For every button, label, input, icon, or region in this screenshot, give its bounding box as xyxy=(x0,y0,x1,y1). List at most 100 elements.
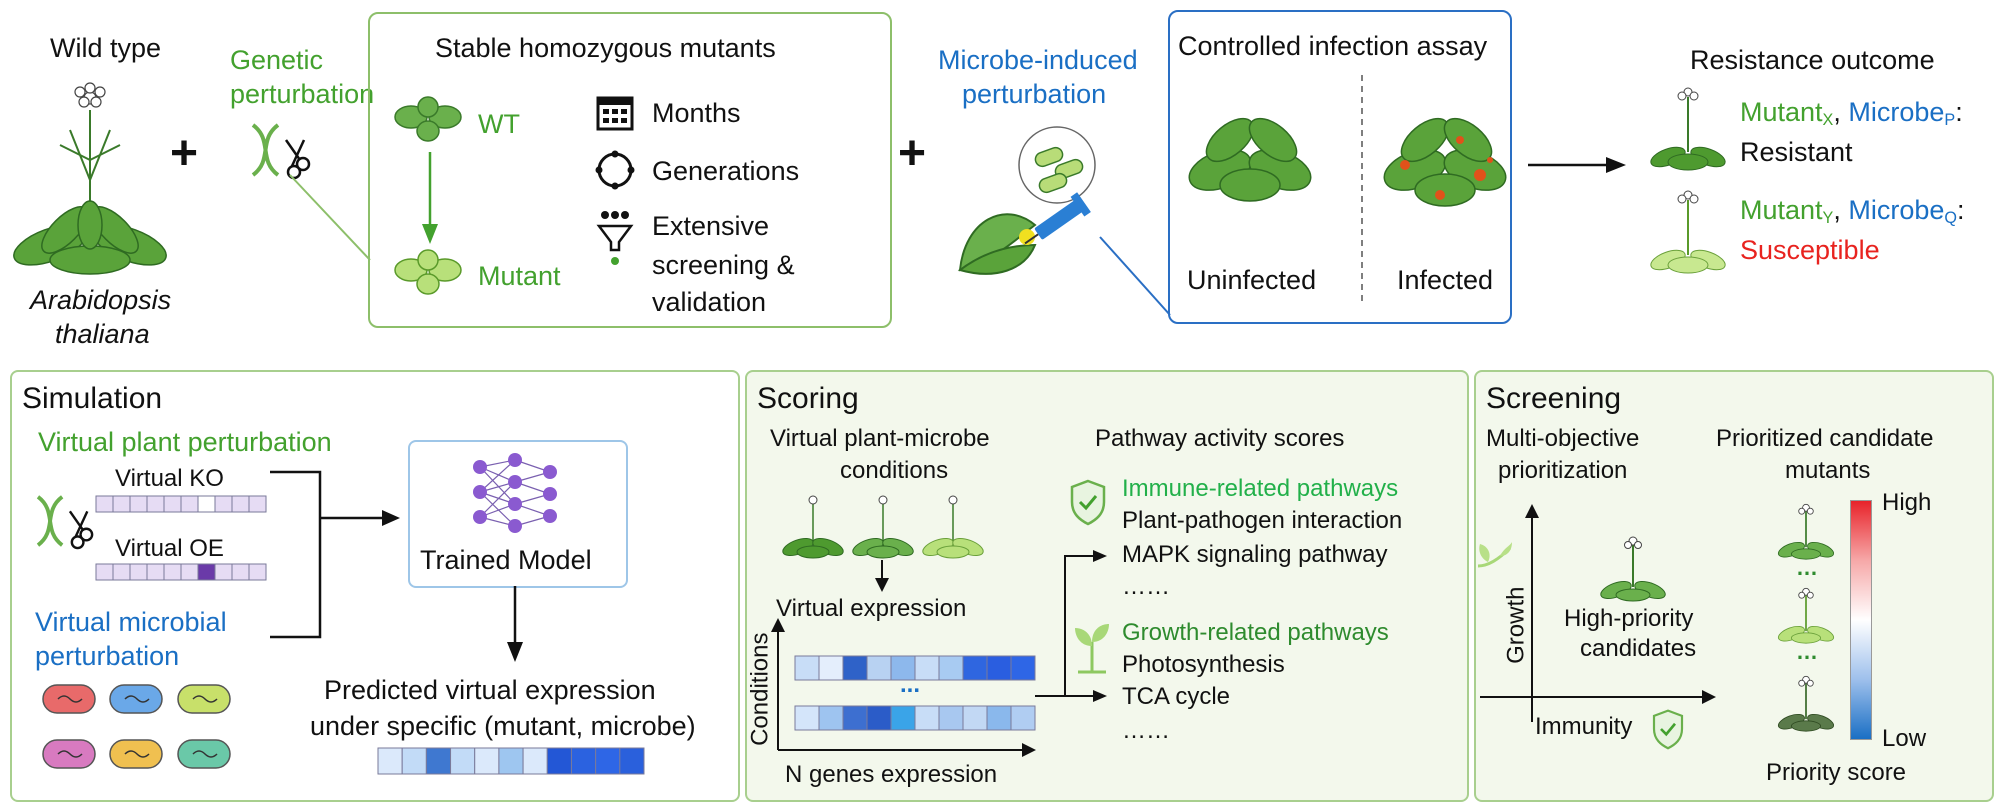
strip-cell xyxy=(595,747,621,775)
virtual-expression-label: Virtual expression xyxy=(776,595,967,622)
strip-cell xyxy=(986,705,1012,731)
strip-cell xyxy=(197,495,216,513)
mutants-panel xyxy=(368,12,892,328)
dna-scissors-icon-small xyxy=(36,495,94,550)
strip-cell xyxy=(197,563,216,581)
wt-label: WT xyxy=(478,109,520,139)
infected-leaf-icon xyxy=(1383,117,1507,207)
high-priority-line1: High-priority xyxy=(1564,605,1694,632)
multi-objective-line2: prioritization xyxy=(1498,457,1628,484)
wt-seedling-icon xyxy=(394,96,462,142)
virtual-ko-label: Virtual KO xyxy=(115,465,224,492)
neural-network-icon xyxy=(473,453,557,533)
extensive-line3: validation xyxy=(652,287,767,317)
trained-model-label: Trained Model xyxy=(420,545,592,575)
strip-cell xyxy=(938,655,964,681)
strip-cell xyxy=(112,495,131,513)
virtual-microbial-line2: perturbation xyxy=(35,641,180,671)
mutant-x-word: Mutant xyxy=(1740,97,1823,127)
predicted-expression-bar xyxy=(377,747,645,775)
mutant-label: Mutant xyxy=(478,261,561,291)
predicted-line1: Predicted virtual expression xyxy=(324,675,656,705)
species-name-line2: thaliana xyxy=(55,319,150,349)
strip-cell xyxy=(522,747,548,775)
extensive-line1: Extensive xyxy=(652,211,770,241)
strip-cell xyxy=(129,563,148,581)
immune-title: Immune-related pathways xyxy=(1122,475,1399,502)
strip-cell xyxy=(248,563,267,581)
strip-cell xyxy=(818,655,844,681)
pathway-title: Pathway activity scores xyxy=(1095,425,1345,452)
comma-2: , xyxy=(1833,195,1841,225)
strip-cell xyxy=(425,747,452,775)
colon-1: : xyxy=(1955,97,1963,127)
dna-scissors-icon xyxy=(251,123,311,180)
prioritized-line2: mutants xyxy=(1785,457,1871,484)
strip-cell xyxy=(248,495,267,513)
strip-cell xyxy=(498,747,524,775)
mutant-y-sub: Y xyxy=(1822,209,1834,228)
assay-divider xyxy=(1361,75,1363,305)
strip-cell xyxy=(842,655,868,681)
strip-cell xyxy=(890,705,916,731)
microbe-perturbation-line1: Microbe-induced xyxy=(938,45,1138,75)
extensive-line2: screening & xyxy=(652,250,795,280)
colon-2: : xyxy=(1957,195,1965,225)
candidate-dots-1: … xyxy=(1796,555,1818,580)
mutant-y-word: Mutant xyxy=(1740,195,1823,225)
model-output-arrow xyxy=(507,586,523,662)
strip-cell xyxy=(794,705,820,731)
genetic-perturbation-line1: Genetic xyxy=(230,45,324,75)
priority-colorbar xyxy=(1850,500,1872,740)
strip-cell xyxy=(401,747,427,775)
plus-sign-2: + xyxy=(898,127,927,180)
panel-connector xyxy=(289,174,371,261)
microbe-p-word: Microbe xyxy=(1848,97,1945,127)
screening-panel xyxy=(1474,370,1994,802)
outcome-resistant-combo: MutantX, MicrobeP: xyxy=(1740,97,1963,130)
virtual-oe-bar xyxy=(95,563,267,581)
virtual-plant-label: Virtual plant perturbation xyxy=(38,427,332,457)
multi-objective-line1: Multi-objective xyxy=(1486,425,1640,452)
pathway-bracket xyxy=(1035,550,1107,702)
scoring-y-axis-label: Conditions xyxy=(746,632,774,746)
colorbar-low-label: Low xyxy=(1882,725,1927,752)
strip-cell xyxy=(112,563,131,581)
strip-cell xyxy=(1010,655,1036,681)
immune-item-2: MAPK signaling pathway xyxy=(1122,541,1388,568)
strip-cell xyxy=(163,563,182,581)
strip-cell xyxy=(914,705,940,731)
susceptible-plant-icon xyxy=(1650,190,1726,274)
microbe-p-sub: P xyxy=(1944,111,1956,130)
strip-cell xyxy=(146,495,165,513)
months-label: Months xyxy=(652,98,741,128)
candidate-plant-1-icon xyxy=(1777,503,1835,560)
resistant-label: Resistant xyxy=(1740,137,1853,167)
candidate-plant-2-icon xyxy=(1777,587,1835,644)
strip-cell xyxy=(1010,705,1036,731)
assay-connector xyxy=(1099,236,1171,316)
priority-score-label: Priority score xyxy=(1766,759,1907,786)
virtual-oe-label: Virtual OE xyxy=(115,535,224,562)
strip-cell xyxy=(794,655,820,681)
strip-cell xyxy=(986,655,1012,681)
infection-assay-panel xyxy=(1168,10,1512,324)
screening-title: Screening xyxy=(1486,382,1622,415)
strip-cell xyxy=(938,705,964,731)
virtual-ko-bar xyxy=(95,495,267,513)
strip-cell xyxy=(95,495,114,513)
outcome-title: Resistance outcome xyxy=(1690,45,1935,75)
simulation-panel xyxy=(10,370,740,802)
strip-cell xyxy=(129,495,148,513)
strip-cell xyxy=(214,563,233,581)
comma-1: , xyxy=(1833,97,1841,127)
strip-cell xyxy=(546,747,572,775)
screening-x-axis-label: Immunity xyxy=(1535,713,1633,740)
strip-cell xyxy=(474,747,500,775)
microbe-q-sub: Q xyxy=(1944,209,1958,228)
high-priority-line2: candidates xyxy=(1580,635,1697,662)
strip-cell xyxy=(180,563,199,581)
screening-y-axis-label: Growth xyxy=(1502,586,1530,664)
strip-cell xyxy=(962,705,988,731)
strip-cell xyxy=(818,705,844,731)
